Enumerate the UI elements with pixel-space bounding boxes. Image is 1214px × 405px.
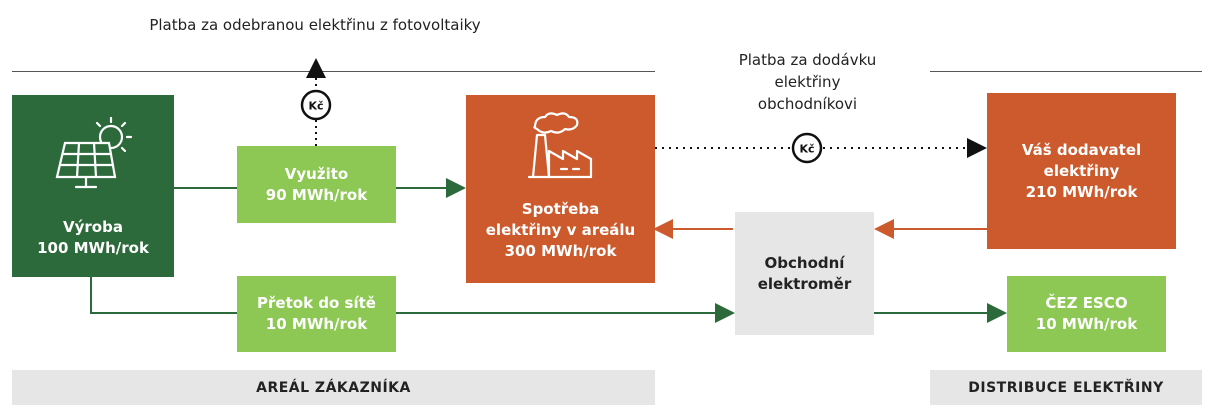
factory-icon: [527, 112, 592, 179]
pretok-label: Přetok do sítě: [257, 294, 376, 312]
areal-top-line: [12, 71, 655, 72]
cez-esco-box: ČEZ ESCO 10 MWh/rok: [1007, 276, 1166, 352]
note-line: elektřiny: [774, 73, 841, 91]
spotreba-box: Spotřeba elektřiny v areálu 300 MWh/rok: [466, 95, 655, 283]
flow-vyroba-to-pretok: [90, 277, 237, 314]
note-line: obchodníkovi: [757, 95, 858, 113]
svg-text:Kč: Kč: [308, 100, 323, 113]
cez-label: ČEZ ESCO: [1045, 294, 1128, 312]
distribution-top-line: [930, 71, 1202, 72]
spotreba-label: Spotřeba: [521, 200, 600, 218]
vyuzito-value: 90 MWh/rok: [265, 185, 368, 204]
vyroba-value: 100 MWh/rok: [37, 239, 149, 257]
solar-panel-sun-icon: [55, 116, 133, 189]
currency-coin-icon: Kč: [300, 89, 332, 121]
spotreba-label-2: elektřiny v areálu: [485, 221, 636, 239]
dodavatel-box: Váš dodavatel elektřiny 210 MWh/rok: [987, 93, 1176, 249]
spotreba-value: 300 MWh/rok: [504, 242, 617, 260]
note-line: Platba za dodávku: [738, 51, 877, 69]
dodavatel-label-2: elektřiny: [1043, 161, 1120, 180]
vyroba-label: Výroba: [63, 218, 123, 236]
svg-text:Kč: Kč: [799, 143, 814, 156]
pretok-value: 10 MWh/rok: [265, 315, 368, 333]
band-distribuce-elektriny: DISTRIBUCE ELEKTŘINY: [930, 370, 1202, 405]
vyroba-box: Výroba 100 MWh/rok: [12, 95, 174, 277]
band-areal-zakaznika: AREÁL ZÁKAZNÍKA: [12, 370, 655, 405]
payment-note-top: Platba za odebranou elektřinu z fotovolt…: [149, 16, 481, 34]
elektromer-label-2: elektroměr: [757, 274, 852, 293]
vyuzito-box: Využito 90 MWh/rok: [237, 146, 396, 223]
dodavatel-label: Váš dodavatel: [1021, 140, 1142, 159]
pretok-box: Přetok do sítě 10 MWh/rok: [237, 276, 396, 352]
payment-note-supplier: Platba za dodávku elektřiny obchodníkovi: [700, 49, 915, 115]
dodavatel-value: 210 MWh/rok: [1025, 182, 1138, 201]
cez-value: 10 MWh/rok: [1035, 315, 1138, 333]
elektromer-box: Obchodní elektroměr: [735, 212, 874, 335]
elektromer-label: Obchodní: [764, 253, 845, 272]
vyuzito-label: Využito: [284, 164, 349, 183]
currency-coin-icon: Kč: [791, 132, 823, 164]
